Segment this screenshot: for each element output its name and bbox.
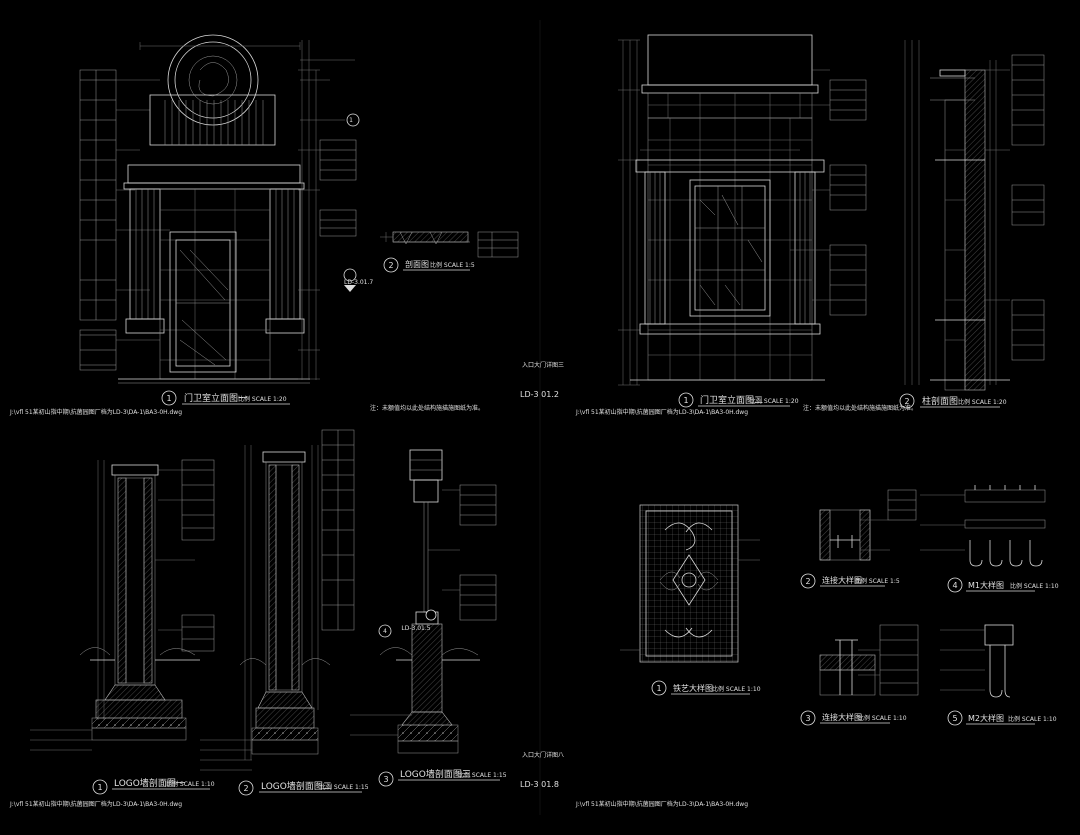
- view-circle-bl-2: [238, 780, 254, 796]
- view-title-tl-1: 门卫室立面图一: [184, 392, 247, 404]
- view-scale-tr-1: 比例 SCALE 1:20: [750, 397, 799, 405]
- m2-detail: [940, 624, 1014, 698]
- view-num-bl-2: 2: [243, 784, 248, 793]
- view-circle-bl-1: [92, 779, 108, 795]
- view-title-br-5: M2大样图: [968, 713, 1004, 723]
- connection-detail-3: [819, 624, 919, 696]
- view-title-tr-1: 门卫室立面图二: [700, 394, 763, 406]
- logo-section-2-group: [200, 429, 355, 771]
- file-path-tr: J:\vfl 51某初山指中期\抗菌园图厂档为LD-3\DA-1\BA3-0H.…: [575, 408, 748, 416]
- view-circle-bl-3: [378, 771, 394, 787]
- view-num-br-1: 1: [656, 684, 661, 693]
- elevation-2-group: [618, 34, 867, 386]
- view-circle-tr-2: [899, 393, 915, 409]
- elevation-1-group: [79, 34, 360, 384]
- view-scale-tl-1: 比例 SCALE 1:20: [238, 395, 287, 403]
- note-tr: 注：未额值均以此处结构施描施图纸为准。: [803, 404, 917, 412]
- section-2-small: [380, 231, 519, 258]
- sheet-label-bl: 入口大门详图八: [522, 751, 564, 759]
- view-title-br-3: 连接大样图: [822, 712, 862, 722]
- logo-section-3-group: [350, 449, 497, 754]
- view-num-br-3: 3: [805, 714, 810, 723]
- view-num-bl-3: 3: [383, 775, 388, 784]
- view-circle-tr-1: [678, 392, 694, 408]
- sheet-code-bl: LD-3.01.8: [520, 780, 559, 789]
- view-scale-bl-2: 比例 SCALE 1:15: [320, 783, 369, 791]
- callout-ref-tl: LD-3.01.7: [344, 279, 373, 286]
- view-num-tr-1: 1: [683, 396, 688, 405]
- view-scale-br-5: 比例 SCALE 1:10: [1008, 715, 1057, 723]
- callout-mark-1: 1: [349, 117, 353, 124]
- file-path-br: J:\vfl 51某初山指中期\抗菌园图厂档为LD-3\DA-1\BA3-0H.…: [575, 800, 748, 808]
- view-scale-bl-1: 比例 SCALE 1:10: [166, 780, 215, 788]
- view-num-tr-2: 2: [904, 397, 909, 406]
- view-circle-tl-1: [161, 390, 177, 406]
- view-title-bl-3: LOGO墙剖面图三: [400, 768, 471, 780]
- column-section-group: [904, 40, 1045, 391]
- view-scale-bl-3: 比例 SCALE 1:15: [458, 771, 507, 779]
- view-circle-br-5: [947, 710, 963, 726]
- view-circle-br-4: [947, 577, 963, 593]
- m1-detail: [920, 485, 1046, 567]
- file-path-bl: J:\vfl 51某初山指中期\抗菌园图厂档为LD-3\DA-1\BA3-0H.…: [9, 800, 182, 808]
- view-num-br-4: 4: [952, 581, 957, 590]
- view-num-br-2: 2: [805, 577, 810, 586]
- callout-ref-2: LD-3.01.5: [401, 625, 430, 632]
- view-scale-tl-2: 比例 SCALE 1:5: [430, 261, 475, 269]
- logo-section-1-group: [30, 459, 215, 751]
- view-scale-br-2: 比例 SCALE 1:5: [855, 577, 900, 585]
- spec-table-left: [79, 69, 117, 371]
- view-num-bl-1: 1: [97, 783, 102, 792]
- view-scale-br-1: 比例 SCALE 1:10: [712, 685, 761, 693]
- view-title-tr-2: 柱剖面图: [922, 395, 958, 407]
- view-num-tl-2: 2: [388, 261, 393, 270]
- spec-table-tr: [790, 69, 867, 316]
- view-title-br-1: 铁艺大样图: [673, 683, 713, 693]
- view-circle-br-3: [800, 710, 816, 726]
- sheet-label-tl: 入口大门详图三: [522, 361, 564, 369]
- sheet-code-tl: LD-3.01.2: [520, 390, 559, 399]
- note-tl: 注：未额值均以此处结构施描施图纸为准。: [370, 404, 484, 412]
- view-scale-br-4: 比例 SCALE 1:10: [1010, 582, 1059, 590]
- view-title-br-2: 连接大样图: [822, 575, 862, 585]
- callout-mark-4: 4: [383, 628, 387, 635]
- view-circle-tl-2: [383, 257, 399, 273]
- view-title-bl-1: LOGO墙剖面图一: [114, 777, 185, 789]
- view-circle-br-1: [651, 680, 667, 696]
- view-num-br-5: 5: [952, 714, 957, 723]
- file-path-tl: J:\vfl 51某初山指中期\抗菌园图厂档为LD-3\DA-1\BA3-0H.…: [9, 408, 182, 416]
- view-scale-br-3: 比例 SCALE 1:10: [858, 714, 907, 722]
- view-title-tl-2: 剖面图: [405, 259, 429, 269]
- view-num-tl-1: 1: [166, 394, 171, 403]
- connection-detail-2: [819, 489, 917, 561]
- iron-detail-group: [620, 504, 760, 663]
- view-title-br-4: M1大样图: [968, 580, 1004, 590]
- view-title-bl-2: LOGO墙剖面图二: [261, 780, 332, 792]
- view-scale-tr-2: 比例 SCALE 1:20: [958, 398, 1007, 406]
- view-circle-br-2: [800, 573, 816, 589]
